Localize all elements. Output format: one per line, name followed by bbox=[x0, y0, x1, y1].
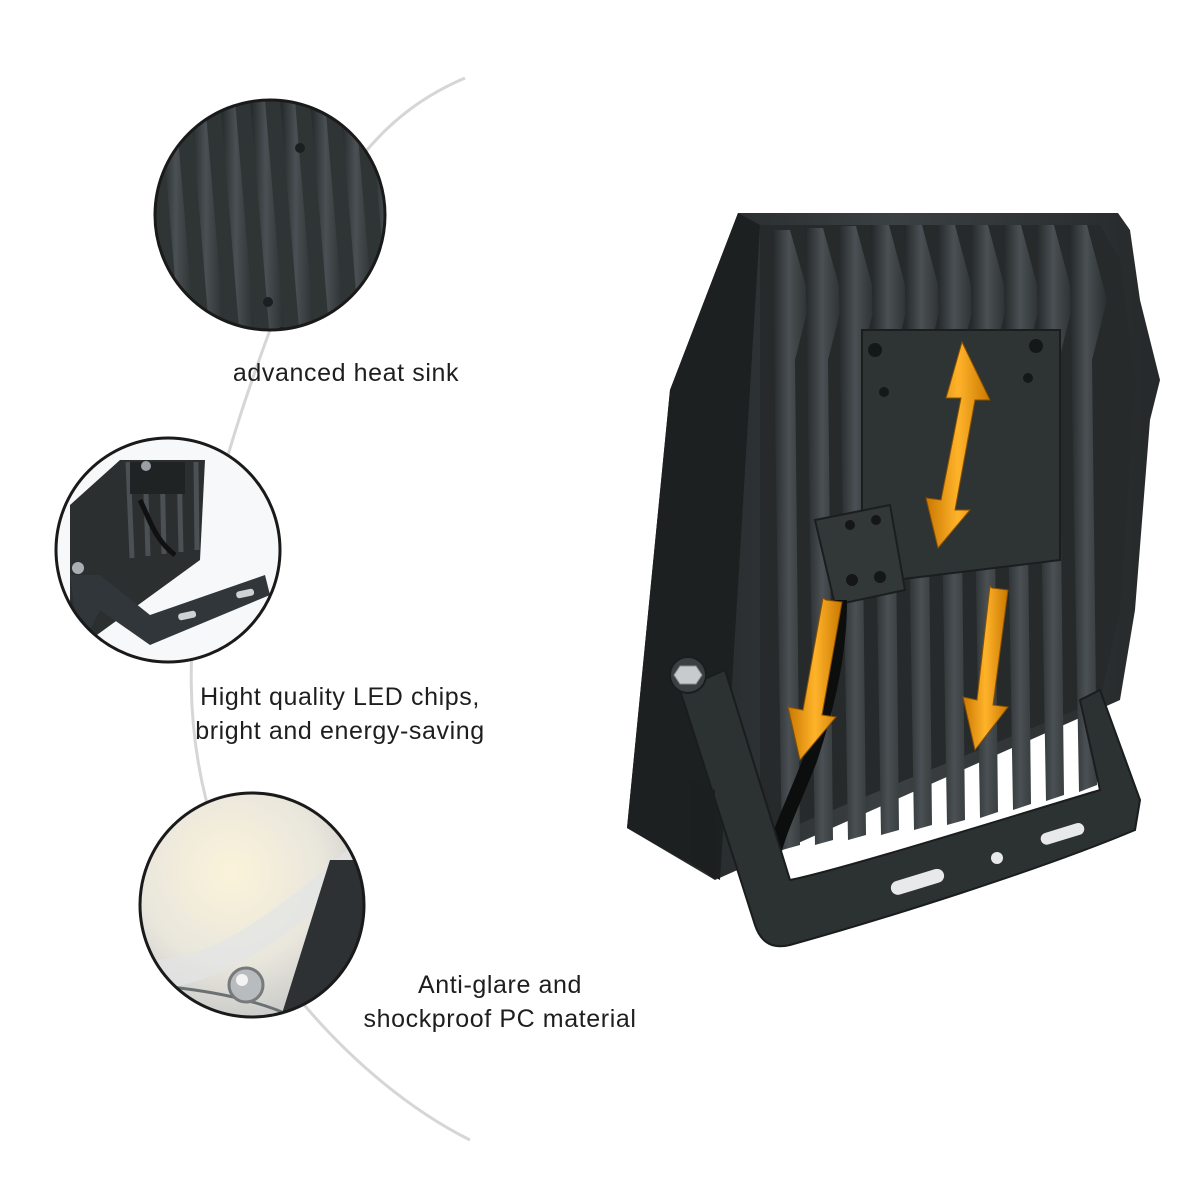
caption-heat-sink-text: advanced heat sink bbox=[232, 359, 460, 387]
detail-led-chips-photo bbox=[54, 436, 282, 664]
caption-led-chips: Hight quality LED chips, bright and ener… bbox=[160, 680, 520, 748]
up-down-arrow-icon bbox=[925, 340, 991, 550]
caption-heat-sink: advanced heat sink bbox=[196, 356, 496, 390]
detail-heat-sink-photo bbox=[153, 98, 387, 332]
floodlight-product bbox=[627, 213, 1160, 948]
detail-pc-material-photo bbox=[138, 791, 366, 1019]
down-arrow-icon bbox=[787, 597, 843, 762]
down-arrow-icon bbox=[962, 584, 1009, 752]
caption-pc-material: Anti-glare and shockproof PC material bbox=[330, 968, 670, 1036]
caption-pc-material-line2: shockproof PC material bbox=[363, 1005, 637, 1033]
caption-led-chips-line1: Hight quality LED chips, bbox=[200, 683, 480, 711]
caption-led-chips-line2: bright and energy-saving bbox=[195, 717, 485, 745]
caption-pc-material-line1: Anti-glare and bbox=[417, 971, 583, 999]
